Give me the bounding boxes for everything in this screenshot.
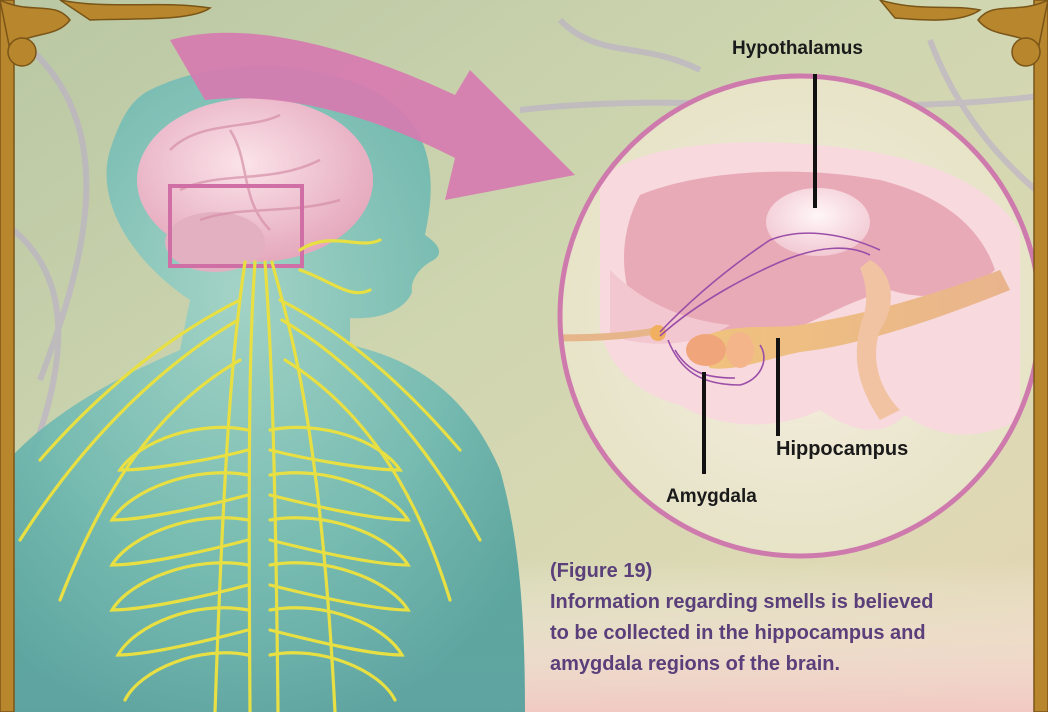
hippocampus-label: Hippocampus (776, 438, 908, 461)
caption-line: to be collected in the hippocampus and (550, 618, 1010, 649)
figure-caption: (Figure 19) Information regarding smells… (550, 556, 1010, 680)
caption-line: amygdala regions of the brain. (550, 649, 1010, 680)
amygdala-label: Amygdala (666, 486, 757, 508)
hypothalamus-label: Hypothalamus (732, 38, 863, 60)
figure-number: (Figure 19) (550, 556, 1010, 587)
caption-line: Information regarding smells is believed (550, 587, 1010, 618)
